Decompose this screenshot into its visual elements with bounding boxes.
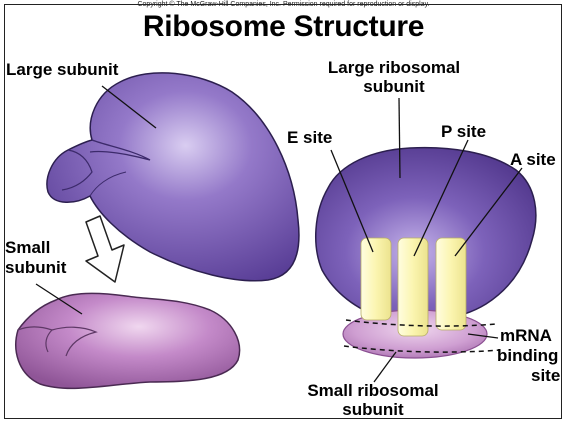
large-subunit-shape bbox=[47, 73, 299, 281]
label-large-ribosomal-line2: subunit bbox=[306, 77, 482, 96]
small-subunit-shape bbox=[16, 293, 240, 388]
label-small-ribosomal-line2: subunit bbox=[278, 400, 468, 419]
label-large-subunit: Large subunit bbox=[6, 60, 118, 79]
label-e-site: E site bbox=[287, 128, 332, 147]
e-site-slot bbox=[361, 238, 391, 320]
p-site-slot bbox=[398, 238, 428, 336]
label-mrna-line3: site bbox=[531, 366, 560, 385]
label-small-subunit-line2: subunit bbox=[5, 258, 66, 277]
label-large-ribosomal-line1: Large ribosomal bbox=[306, 58, 482, 77]
label-mrna-line2: binding bbox=[497, 346, 558, 365]
a-site-slot bbox=[436, 238, 466, 330]
label-small-ribosomal-line1: Small ribosomal bbox=[278, 381, 468, 400]
label-mrna-line1: mRNA bbox=[500, 326, 552, 345]
label-a-site: A site bbox=[510, 150, 556, 169]
label-p-site: P site bbox=[441, 122, 486, 141]
label-small-subunit-line1: Small bbox=[5, 238, 50, 257]
